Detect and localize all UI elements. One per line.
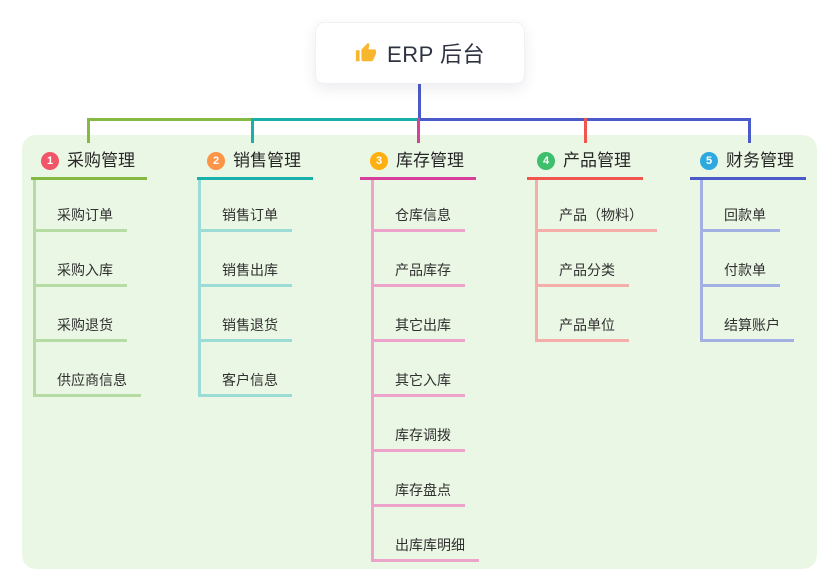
- child-node[interactable]: 出库库明细: [371, 535, 479, 562]
- child-node[interactable]: 客户信息: [198, 370, 292, 397]
- child-node[interactable]: 其它出库: [371, 315, 465, 342]
- branch-drop-line: [250, 117, 254, 143]
- child-rail-line: [198, 179, 201, 397]
- child-node[interactable]: 付款单: [700, 260, 780, 287]
- root-stem-line: [417, 82, 421, 121]
- child-node[interactable]: 库存盘点: [371, 480, 465, 507]
- bus-line: [86, 117, 254, 121]
- child-rail-line: [700, 179, 703, 342]
- child-node[interactable]: 仓库信息: [371, 205, 465, 232]
- branch-node-4[interactable]: 4 产品管理: [527, 148, 643, 180]
- child-node[interactable]: 结算账户: [700, 315, 794, 342]
- branch-label: 财务管理: [726, 151, 794, 170]
- branch-label: 产品管理: [563, 151, 631, 170]
- child-node[interactable]: 销售退货: [198, 315, 292, 342]
- branch-drop-line: [416, 117, 420, 143]
- root-label: ERP 后台: [387, 42, 485, 67]
- branch-node-5[interactable]: 5 财务管理: [690, 148, 806, 180]
- branch-label: 销售管理: [233, 151, 301, 170]
- child-node[interactable]: 采购退货: [33, 315, 127, 342]
- branch-number-badge: 1: [41, 152, 59, 170]
- child-node[interactable]: 产品（物料）: [535, 205, 657, 232]
- child-rail-line: [371, 179, 374, 562]
- branches-panel-background: [22, 135, 817, 569]
- branch-drop-line: [86, 117, 90, 143]
- root-node[interactable]: ERP 后台: [315, 22, 525, 84]
- thumbs-up-icon: [355, 42, 377, 62]
- child-node[interactable]: 库存调拨: [371, 425, 465, 452]
- branch-number-badge: 3: [370, 152, 388, 170]
- branch-number-badge: 2: [207, 152, 225, 170]
- branch-label: 库存管理: [396, 151, 464, 170]
- child-rail-line: [33, 179, 36, 397]
- branch-drop-line: [583, 117, 587, 143]
- child-rail-line: [535, 179, 538, 342]
- child-node[interactable]: 销售订单: [198, 205, 292, 232]
- child-node[interactable]: 销售出库: [198, 260, 292, 287]
- branch-number-badge: 4: [537, 152, 555, 170]
- child-node[interactable]: 采购订单: [33, 205, 127, 232]
- branch-node-3[interactable]: 3 库存管理: [360, 148, 476, 180]
- branch-number-badge: 5: [700, 152, 718, 170]
- branch-drop-line: [747, 117, 751, 143]
- branch-node-1[interactable]: 1 采购管理: [31, 148, 147, 180]
- branch-node-2[interactable]: 2 销售管理: [197, 148, 313, 180]
- child-node[interactable]: 其它入库: [371, 370, 465, 397]
- child-node[interactable]: 产品分类: [535, 260, 629, 287]
- branch-label: 采购管理: [67, 151, 135, 170]
- child-node[interactable]: 回款单: [700, 205, 780, 232]
- child-node[interactable]: 供应商信息: [33, 370, 141, 397]
- bus-line: [250, 117, 420, 121]
- child-node[interactable]: 产品库存: [371, 260, 465, 287]
- child-node[interactable]: 产品单位: [535, 315, 629, 342]
- child-node[interactable]: 采购入库: [33, 260, 127, 287]
